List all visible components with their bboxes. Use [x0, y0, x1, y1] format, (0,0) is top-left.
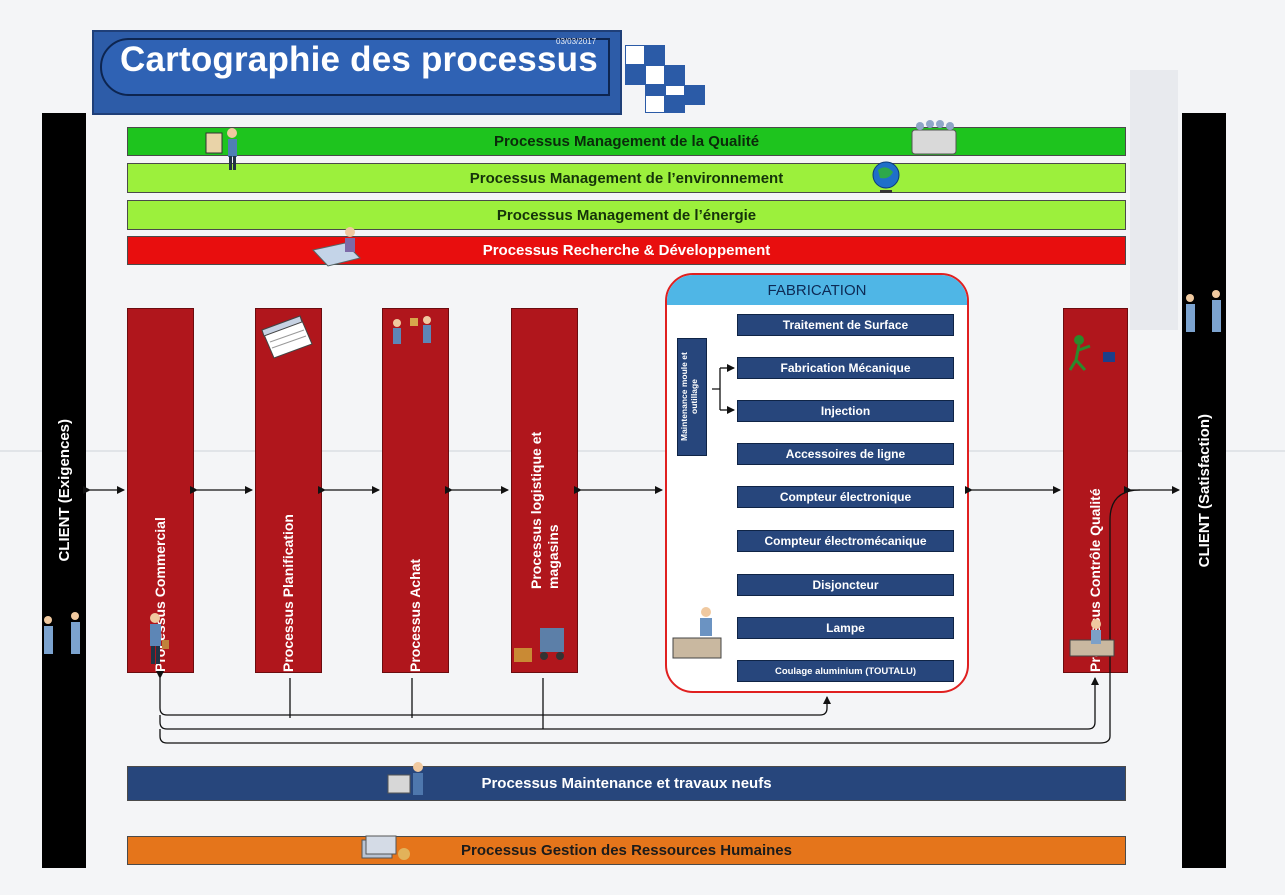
handshake-left-icon	[44, 612, 80, 654]
inspector-icon	[1068, 335, 1115, 372]
feedback-loop	[159, 489, 1141, 744]
fabrication-item: Injection	[737, 400, 954, 422]
maintenance-bar: Processus Maintenance et travaux neufs	[127, 766, 1126, 801]
hr-management-bar: Processus Gestion des Ressources Humaine…	[127, 836, 1126, 865]
meeting-icon	[911, 120, 957, 155]
feedback-loop	[159, 677, 1099, 730]
fabrication-item: Compteur électromécanique	[737, 530, 954, 552]
handshake-right-icon	[1186, 290, 1221, 332]
forklift-icon	[514, 628, 564, 662]
client-requirements-column: CLIENT (Exigences)	[42, 113, 86, 868]
fabrication-item: Accessoires de ligne	[737, 443, 954, 465]
title-pill	[100, 38, 610, 96]
mold-maintenance-box: Maintenance moule et outillage	[677, 338, 707, 456]
fabrication-item: Fabrication Mécanique	[737, 357, 954, 379]
worker-icon	[150, 613, 169, 664]
maintenance-worker-icon	[387, 762, 423, 795]
process-achat-column: Processus Achat	[382, 308, 449, 673]
research-development-bar: Processus Recherche & Développement	[127, 236, 1126, 265]
client-satisfaction-column: CLIENT (Satisfaction)	[1182, 113, 1226, 868]
page-title: Cartographie des processus	[120, 40, 598, 79]
fabrication-title: FABRICATION	[667, 275, 967, 305]
feedback-loop	[156, 671, 831, 716]
background-line	[1130, 70, 1178, 330]
energy-management-bar: Processus Management de l’énergie	[127, 200, 1126, 230]
desk-worker-icon	[312, 227, 361, 267]
background-line	[0, 450, 1285, 452]
calendar-icon	[261, 315, 313, 359]
documents-icon	[361, 835, 410, 860]
handshake-icon	[393, 316, 431, 344]
globe-icon	[872, 161, 900, 193]
maintenance-bracket	[712, 368, 721, 410]
presenter-icon	[205, 128, 237, 170]
process-quality-control-column: Processus Contrôle Qualité	[1063, 308, 1128, 673]
fabrication-item: Compteur électronique	[737, 486, 954, 508]
process-logistics-column: Processus logistique et magasins	[511, 308, 578, 673]
environment-management-bar: Processus Management de l’environnement	[127, 163, 1126, 193]
process-planification-column: Processus Planification	[255, 308, 322, 673]
quality-management-bar: Processus Management de la Qualité	[127, 127, 1126, 156]
fabrication-item: Disjoncteur	[737, 574, 954, 596]
page-date: 03/03/2017	[556, 37, 597, 46]
fabrication-item: Traitement de Surface	[737, 314, 954, 336]
fabrication-item: Lampe	[737, 617, 954, 639]
technician-icon	[672, 607, 722, 659]
process-commercial-column: Processus Commercial	[127, 308, 194, 673]
lab-worker-icon	[1069, 619, 1115, 657]
